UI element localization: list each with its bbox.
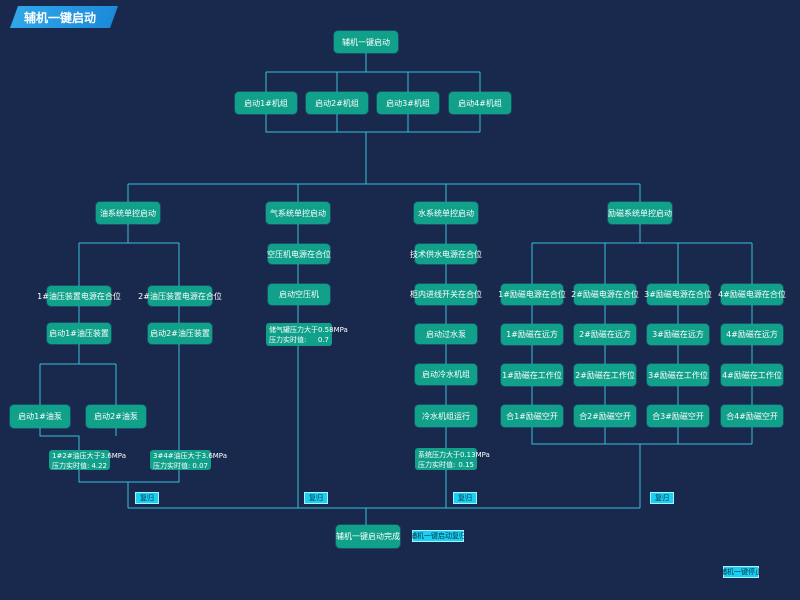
- oil-status-34: 3#4#油压大于3.6MPa 压力实时值:0.07: [150, 450, 227, 470]
- oil-p1-power-node[interactable]: 1#油压装置电源在合位: [37, 286, 121, 306]
- oil-p2-start-node[interactable]: 启动2#油压装置: [148, 323, 212, 344]
- water-condition: 系统压力大于0.13MPa: [418, 451, 490, 459]
- exc-2-power-node[interactable]: 2#励磁电源在合位: [571, 284, 639, 305]
- group-1-node[interactable]: 启动1#机组: [235, 92, 297, 114]
- exc-4-remote-node[interactable]: 4#励磁在远方: [721, 324, 783, 345]
- group-4-node[interactable]: 启动4#机组: [449, 92, 511, 114]
- master-reset-button[interactable]: 辅机一键启动复归: [410, 530, 466, 542]
- water-label: 压力实时值:: [418, 461, 456, 469]
- exc-2-remote-node[interactable]: 2#励磁在远方: [574, 324, 636, 345]
- air-value: 0.7: [317, 336, 329, 344]
- exc-2-breaker-node[interactable]: 合2#励磁空开: [574, 405, 636, 427]
- oil-p1-start-node[interactable]: 启动1#油压装置: [47, 323, 111, 344]
- exc-3-remote-node[interactable]: 3#励磁在远方: [647, 324, 709, 345]
- exc-1-power-node[interactable]: 1#励磁电源在合位: [498, 284, 566, 305]
- oil-reset-button[interactable]: 复归: [135, 492, 159, 504]
- exc-1-breaker-node[interactable]: 合1#励磁空开: [501, 405, 563, 427]
- exc-1-workpos-node[interactable]: 1#励磁在工作位: [501, 364, 563, 386]
- complete-node[interactable]: 辅机一键启动完成: [336, 525, 400, 548]
- water-step-5-node[interactable]: 冷水机组运行: [415, 405, 477, 427]
- water-step-3-node[interactable]: 启动过水泵: [415, 324, 477, 344]
- oil-12-label: 压力实时值:: [52, 462, 90, 470]
- oil-pump-1-node[interactable]: 启动1#油泵: [10, 405, 70, 428]
- exc-3-workpos-node[interactable]: 3#励磁在工作位: [647, 364, 709, 386]
- exc-2-workpos-node[interactable]: 2#励磁在工作位: [574, 364, 636, 386]
- group-3-node[interactable]: 启动3#机组: [377, 92, 439, 114]
- air-branch-node[interactable]: 气系统单控启动: [266, 202, 330, 224]
- water-step-4-node[interactable]: 启动冷水机组: [415, 364, 477, 385]
- exc-4-workpos-node[interactable]: 4#励磁在工作位: [721, 364, 783, 386]
- air-reset-button[interactable]: 复归: [304, 492, 328, 504]
- start-node[interactable]: 辅机一键启动: [334, 31, 398, 53]
- page-title: 辅机一键启动: [24, 11, 97, 25]
- excitation-reset-button[interactable]: 复归: [650, 492, 674, 504]
- water-value: 0.15: [458, 461, 474, 469]
- air-power-node[interactable]: 空压机电源在合位: [267, 244, 331, 264]
- air-label: 压力实时值:: [269, 336, 307, 344]
- oil-34-label: 压力实时值:: [153, 462, 191, 470]
- exc-1-remote-node[interactable]: 1#励磁在远方: [501, 324, 563, 345]
- oil-34-value: 0.07: [192, 462, 208, 470]
- exc-3-power-node[interactable]: 3#励磁电源在合位: [644, 284, 712, 305]
- water-branch-node[interactable]: 水系统单控启动: [414, 202, 478, 224]
- oil-p2-power-node[interactable]: 2#油压装置电源在合位: [138, 286, 222, 306]
- water-reset-button[interactable]: 复归: [453, 492, 477, 504]
- exc-4-power-node[interactable]: 4#励磁电源在合位: [718, 284, 786, 305]
- air-start-node[interactable]: 启动空压机: [268, 284, 330, 305]
- air-condition: 储气罐压力大于0.58MPa: [269, 326, 348, 334]
- oil-12-condition: 1#2#油压大于3.6MPa: [52, 452, 127, 460]
- oil-34-condition: 3#4#油压大于3.6MPa: [153, 452, 228, 460]
- oil-pump-2-node[interactable]: 启动2#油泵: [86, 405, 146, 428]
- water-step-1-node[interactable]: 技术供水电源在合位: [410, 244, 482, 264]
- water-status: 系统压力大于0.13MPa 压力实时值:0.15: [415, 448, 490, 470]
- stop-button[interactable]: 辅机一键停止: [720, 566, 762, 578]
- excitation-branch-node[interactable]: 励磁系统单控启动: [608, 202, 672, 224]
- oil-status-12: 1#2#油压大于3.6MPa 压力实时值:4.22: [49, 450, 126, 470]
- oil-branch-node[interactable]: 油系统单控启动: [96, 202, 160, 224]
- exc-3-breaker-node[interactable]: 合3#励磁空开: [647, 405, 709, 427]
- group-2-node[interactable]: 启动2#机组: [306, 92, 368, 114]
- oil-12-value: 4.22: [91, 462, 107, 470]
- exc-4-breaker-node[interactable]: 合4#励磁空开: [721, 405, 783, 427]
- air-status: 储气罐压力大于0.58MPa 压力实时值: 0.7: [266, 323, 348, 346]
- water-step-2-node[interactable]: 柜内进线开关在合位: [410, 284, 482, 305]
